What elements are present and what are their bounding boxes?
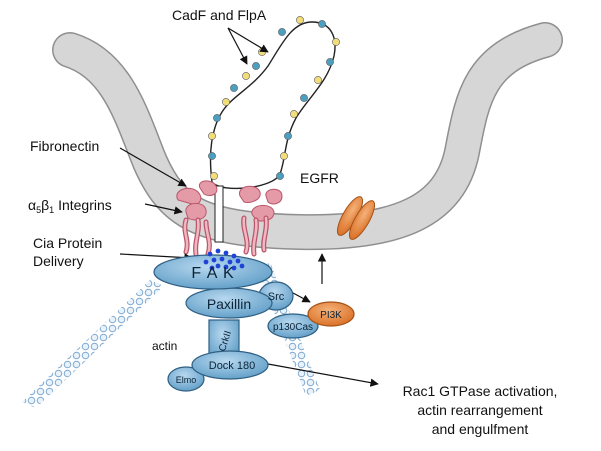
- cia-protein-dot: [215, 248, 221, 254]
- actin-label: actin: [152, 339, 177, 353]
- adhesin-bead: [213, 114, 221, 122]
- integrins-label: α5β1 Integrins: [28, 197, 112, 215]
- adhesin-bead: [280, 152, 288, 160]
- egfr-label: EGFR: [300, 170, 339, 186]
- fibronectin-label: Fibronectin: [30, 138, 99, 154]
- cadf-flpa-adhesins: [208, 16, 340, 180]
- adhesin-bead: [326, 58, 334, 66]
- elmo-label: Elmo: [176, 375, 197, 385]
- bacterium-body: [209, 21, 336, 190]
- src-label: Src: [268, 291, 285, 303]
- cadf-flpa-label: CadF and FlpA: [172, 7, 267, 23]
- arrow-cadf-2: [227, 27, 269, 53]
- p130cas-node: [267, 313, 319, 339]
- arrow-fibronectin: [119, 147, 187, 187]
- bacterium: [208, 16, 340, 190]
- paxillin-label: Paxillin: [207, 296, 251, 312]
- egfr-receptor: [336, 196, 376, 240]
- adhesin-bead: [290, 110, 298, 118]
- adhesin-bead: [208, 152, 216, 160]
- outcome-line3: and engulfment: [432, 421, 529, 437]
- cia-protein-dot: [239, 263, 245, 269]
- arrow-cadf-1: [227, 27, 248, 65]
- dock180-node: [191, 350, 269, 380]
- adhesin-bead: [318, 20, 326, 28]
- outcome-line1: Rac1 GTPase activation,: [403, 383, 558, 399]
- cia-protein-dot: [219, 256, 225, 262]
- cia-protein-dot: [235, 258, 241, 264]
- cia-protein-dot: [227, 259, 233, 265]
- adhesin-bead: [252, 62, 260, 70]
- cia-protein-dot: [223, 264, 229, 270]
- cia-protein-dot: [207, 251, 213, 257]
- cia-protein-dot: [215, 263, 221, 269]
- pi3k-label: PI3K: [320, 310, 342, 321]
- outcome-line2: actin rearrangement: [417, 402, 542, 418]
- arrow-integrins: [144, 203, 183, 215]
- adhesin-bead: [208, 132, 216, 140]
- adhesin-bead: [332, 38, 340, 46]
- adhesin-bead: [276, 172, 284, 180]
- pi3k-node: [307, 301, 355, 327]
- cia-protein-dot: [223, 250, 229, 256]
- adhesin-bead: [222, 98, 230, 106]
- elmo-node: [167, 366, 205, 392]
- adhesin-bead: [230, 84, 238, 92]
- adhesin-bead: [278, 28, 286, 36]
- cia-label-line2: Delivery: [33, 253, 84, 269]
- fak-node: [153, 254, 273, 290]
- adhesin-bead: [242, 72, 250, 80]
- cia-protein-dot: [211, 257, 217, 263]
- adhesin-bead: [300, 94, 308, 102]
- secretion-needle: [214, 185, 224, 243]
- actin-filament-left: [22, 280, 164, 408]
- dock180-label: Dock 180: [209, 360, 255, 372]
- fak-label: F A K: [191, 265, 234, 282]
- cia-protein-dot: [231, 253, 237, 259]
- cia-protein-dot: [231, 265, 237, 271]
- adhesin-bead: [314, 76, 322, 84]
- cia-protein-dot: [209, 265, 215, 271]
- adhesin-bead: [210, 172, 218, 180]
- cia-protein-dot: [203, 259, 209, 265]
- cia-protein-dots: [203, 248, 245, 271]
- arrow-dock-outcome: [267, 363, 379, 387]
- adhesin-bead: [296, 16, 304, 24]
- adhesin-bead: [284, 132, 292, 140]
- cia-label-line1: Cia Protein: [33, 235, 102, 251]
- host-cell-membrane: [52, 22, 563, 251]
- signaling-complex: [153, 254, 355, 392]
- fibronectin-integrin-complex: [176, 180, 283, 257]
- p130cas-label: p130Cas: [273, 322, 313, 333]
